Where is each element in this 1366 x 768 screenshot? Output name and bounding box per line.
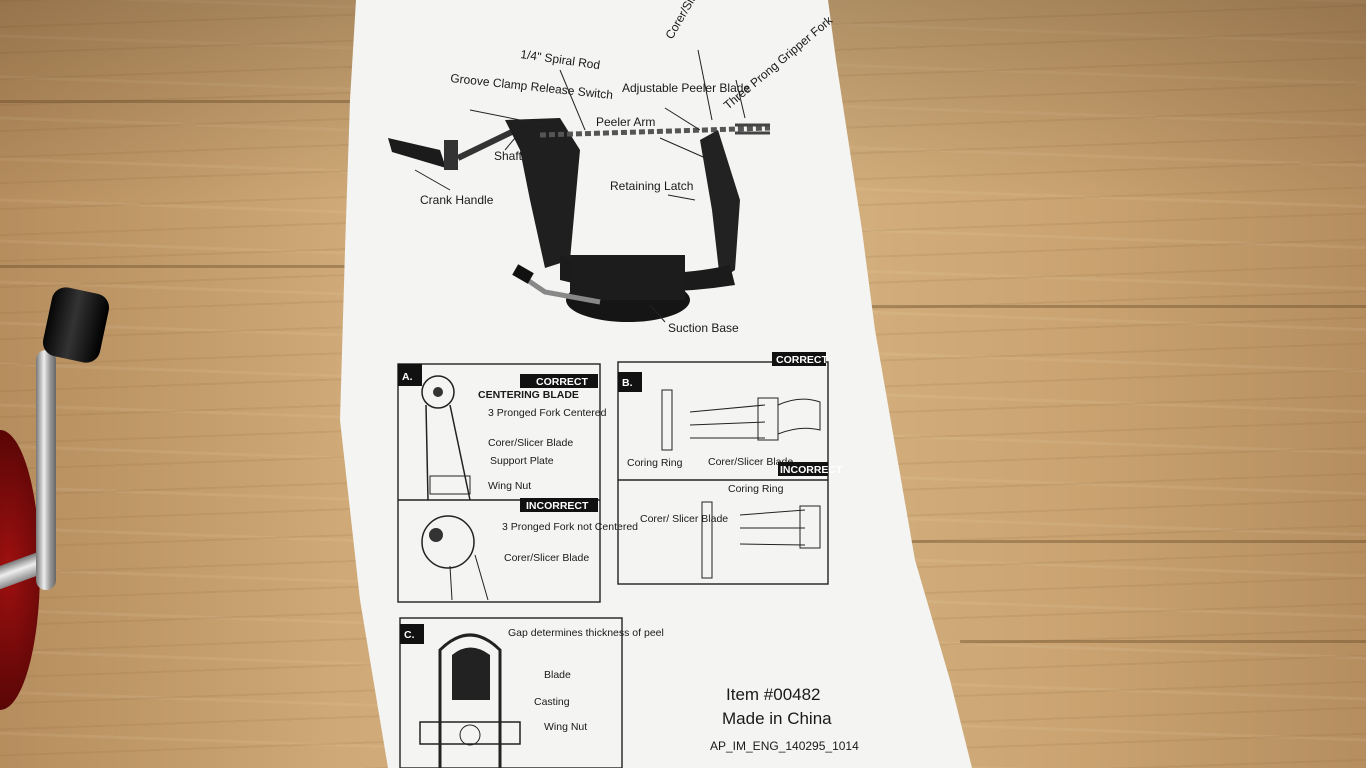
panel-b-correct: CORRECT — [776, 354, 829, 366]
panel-a-corer-blade-2: Corer/Slicer Blade — [504, 552, 589, 564]
panel-a: A. CORRECT CENTERING BLADE 3 Pronged For… — [397, 363, 638, 603]
apple-peeler-illustration — [388, 118, 771, 322]
label-crank-handle: Crank Handle — [420, 193, 494, 207]
label-suction-base: Suction Base — [668, 321, 739, 335]
wood-seam — [0, 265, 360, 268]
panel-c-blade: Blade — [544, 669, 571, 681]
panel-a-incorrect: INCORRECT — [526, 500, 589, 512]
panel-b: B. CORRECT Coring Ring Corer/Slicer Blad… — [617, 352, 843, 585]
label-retaining-latch: Retaining Latch — [610, 179, 693, 193]
panel-c-casting: Casting — [534, 696, 570, 708]
panel-c-wing-nut: Wing Nut — [544, 721, 587, 733]
label-shaft: Shaft — [494, 149, 523, 163]
panel-b-letter: B. — [622, 377, 633, 389]
panel-b-coring-ring-2: Coring Ring — [728, 483, 784, 495]
wood-seam — [840, 305, 1366, 308]
metal-rod — [36, 350, 56, 590]
panel-a-fork-centered: 3 Pronged Fork Centered — [488, 407, 607, 419]
panel-b-incorrect: INCORRECT — [780, 464, 843, 476]
panel-b-corer-slicer-2: Corer/ Slicer Blade — [640, 513, 728, 525]
label-adjustable-peeler: Adjustable Peeler Blade — [622, 81, 750, 95]
panel-a-correct: CORRECT — [536, 376, 589, 388]
panel-c-gap: Gap determines thickness of peel — [508, 627, 664, 639]
item-number: Item #00482 — [726, 685, 821, 704]
panel-c: C. Gap determines thickness of peel Blad… — [399, 617, 664, 768]
panel-a-corer-blade: Corer/Slicer Blade — [488, 437, 573, 449]
made-in: Made in China — [722, 709, 832, 728]
label-peeler-arm: Peeler Arm — [596, 115, 655, 129]
panel-b-coring-ring: Coring Ring — [627, 457, 683, 469]
panel-a-letter: A. — [402, 371, 413, 383]
panel-a-title: CENTERING BLADE — [478, 389, 579, 401]
wood-seam — [880, 540, 1366, 543]
panel-a-support-plate: Support Plate — [490, 455, 554, 467]
panel-c-letter: C. — [404, 629, 415, 641]
wood-seam — [0, 100, 360, 103]
panel-b-corer-slicer: Corer/Slicer Blade — [708, 456, 793, 468]
panel-a-wing-nut: Wing Nut — [488, 480, 531, 492]
doc-code: AP_IM_ENG_140295_1014 — [710, 739, 859, 753]
wood-seam — [960, 640, 1366, 643]
panel-a-fork-not-centered: 3 Pronged Fork not Centered — [502, 521, 638, 533]
